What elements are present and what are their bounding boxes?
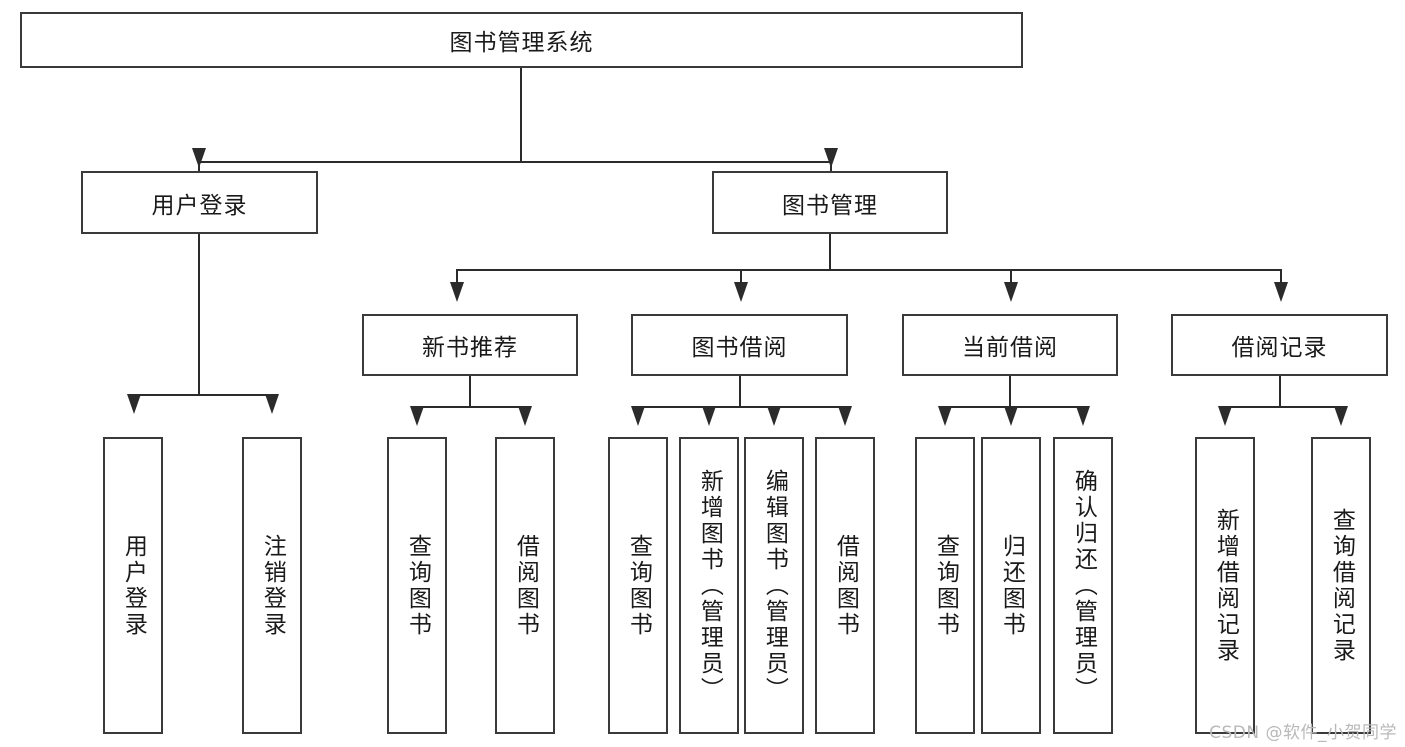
node-leaf-query-book-3-label: 查询图书 — [932, 533, 959, 638]
node-leaf-confirm-return[interactable]: 确认归还（管理员） — [1053, 437, 1113, 734]
arrow-to-book-management — [824, 148, 838, 168]
connector-bookmgmt-stem — [829, 233, 831, 271]
node-leaf-query-book-2-label: 查询图书 — [625, 533, 652, 638]
node-leaf-query-record[interactable]: 查询借阅记录 — [1311, 437, 1371, 734]
csdn-watermark: CSDN @软件_小贺同学 — [1209, 723, 1397, 743]
node-root[interactable]: 图书管理系统 — [20, 12, 1023, 68]
node-leaf-confirm-return-label: 确认归还（管理员） — [1070, 468, 1097, 703]
node-leaf-borrow-book-1[interactable]: 借阅图书 — [495, 437, 555, 734]
connector-drop-borrowrecord — [1280, 269, 1282, 285]
arrow-to-leaf-query-record — [1334, 406, 1348, 426]
arrow-to-new-book-recommend — [450, 282, 464, 302]
node-leaf-query-book-3[interactable]: 查询图书 — [915, 437, 975, 734]
arrow-to-borrow-record — [1274, 282, 1288, 302]
node-leaf-user-login[interactable]: 用户登录 — [103, 437, 163, 734]
arrow-to-leaf-add-book — [702, 406, 716, 426]
node-leaf-query-book-2[interactable]: 查询图书 — [608, 437, 668, 734]
node-leaf-user-login-label: 用户登录 — [120, 533, 147, 638]
node-leaf-return-book[interactable]: 归还图书 — [981, 437, 1041, 734]
node-leaf-borrow-book-2[interactable]: 借阅图书 — [815, 437, 875, 734]
connector-drop-bookborrow — [740, 269, 742, 285]
connector-root-drop-right — [830, 161, 832, 175]
arrow-to-leaf-add-record — [1218, 406, 1232, 426]
connector-root-bus — [198, 161, 832, 163]
arrow-to-leaf-borrow-book-2 — [838, 406, 852, 426]
arrow-to-leaf-query-book-1 — [410, 406, 424, 426]
node-leaf-logout-login-label: 注销登录 — [259, 533, 286, 638]
connector-bookborrow-bus — [637, 406, 844, 408]
connector-borrowrecord-bus — [1224, 406, 1340, 408]
connector-userlogin-bus — [133, 394, 271, 396]
node-borrow-record[interactable]: 借阅记录 — [1171, 314, 1388, 376]
node-leaf-edit-book[interactable]: 编辑图书（管理员） — [744, 437, 804, 734]
arrow-to-leaf-user-login — [127, 394, 141, 414]
node-leaf-query-book-1-label: 查询图书 — [404, 533, 431, 638]
connector-newbook-stem — [469, 375, 471, 408]
connector-drop-newbook — [456, 269, 458, 285]
connector-bookmgmt-bus — [456, 269, 1282, 271]
connector-newbook-bus — [416, 406, 524, 408]
node-book-borrow[interactable]: 图书借阅 — [631, 314, 848, 376]
node-leaf-add-book[interactable]: 新增图书（管理员） — [679, 437, 739, 734]
node-leaf-return-book-label: 归还图书 — [998, 533, 1025, 638]
arrow-to-leaf-confirm-return — [1076, 406, 1090, 426]
connector-bookborrow-stem — [739, 375, 741, 408]
arrow-to-book-borrow — [734, 282, 748, 302]
node-current-borrow[interactable]: 当前借阅 — [902, 314, 1118, 376]
arrow-to-leaf-query-book-2 — [631, 406, 645, 426]
connector-userlogin-stem — [198, 233, 200, 396]
node-leaf-add-book-label: 新增图书（管理员） — [696, 468, 723, 703]
node-user-login[interactable]: 用户登录 — [81, 171, 318, 234]
node-leaf-borrow-book-2-label: 借阅图书 — [832, 533, 859, 638]
arrow-to-user-login — [192, 148, 206, 168]
arrow-to-leaf-logout-login — [265, 394, 279, 414]
connector-root-stem — [520, 67, 522, 163]
node-leaf-add-record-label: 新增借阅记录 — [1212, 507, 1239, 664]
connector-root-drop-left — [198, 161, 200, 175]
node-leaf-borrow-book-1-label: 借阅图书 — [512, 533, 539, 638]
arrow-to-leaf-query-book-3 — [938, 406, 952, 426]
node-leaf-query-record-label: 查询借阅记录 — [1328, 507, 1355, 664]
node-leaf-logout-login[interactable]: 注销登录 — [242, 437, 302, 734]
node-leaf-edit-book-label: 编辑图书（管理员） — [761, 468, 788, 703]
arrow-to-leaf-borrow-book-1 — [518, 406, 532, 426]
arrow-to-leaf-edit-book — [767, 406, 781, 426]
connector-drop-currentborrow — [1010, 269, 1012, 285]
connector-borrowrecord-stem — [1279, 375, 1281, 408]
node-book-management[interactable]: 图书管理 — [712, 171, 948, 234]
connector-currentborrow-stem — [1009, 375, 1011, 408]
arrow-to-current-borrow — [1004, 282, 1018, 302]
arrow-to-leaf-return-book — [1004, 406, 1018, 426]
node-new-book-recommend[interactable]: 新书推荐 — [362, 314, 578, 376]
node-leaf-query-book-1[interactable]: 查询图书 — [387, 437, 447, 734]
node-leaf-add-record[interactable]: 新增借阅记录 — [1195, 437, 1255, 734]
